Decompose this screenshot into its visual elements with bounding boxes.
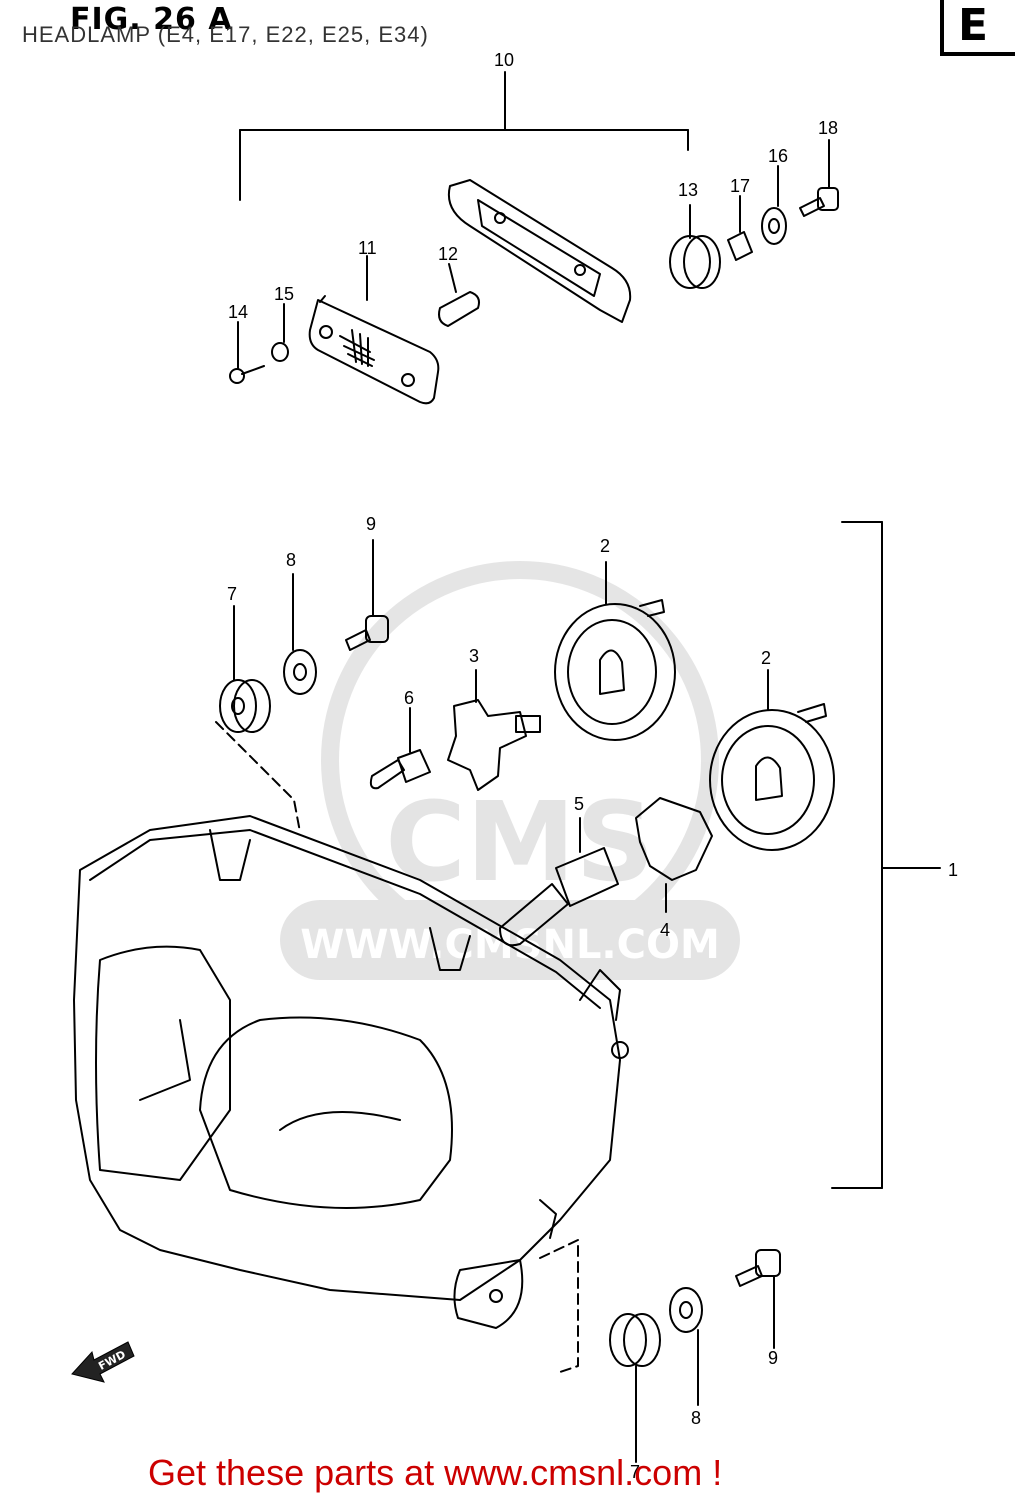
socket-3 — [447, 669, 541, 791]
callout-16: 16 — [768, 146, 788, 166]
screw-18 — [799, 139, 839, 217]
callout-2-upper: 2 — [600, 536, 610, 556]
callout-9-top: 9 — [366, 514, 376, 534]
watermark: CMS WWW.CMSNL.COM — [280, 561, 740, 980]
callout-7-top: 7 — [227, 584, 237, 604]
fwd-arrow-icon: FWD — [71, 1341, 135, 1383]
figure-title: FIG. 26 A — [70, 2, 233, 37]
callout-18: 18 — [818, 118, 838, 138]
side-lens-11 — [308, 255, 440, 405]
callout-8-top: 8 — [286, 550, 296, 570]
callout-3: 3 — [469, 646, 479, 666]
headlamp-housing-1 — [73, 815, 629, 1329]
washer-8-bottom — [669, 1287, 703, 1406]
section-letter: E — [958, 0, 989, 51]
washer-16 — [761, 165, 787, 245]
callout-12: 12 — [438, 244, 458, 264]
grommet-7-top — [215, 605, 301, 833]
bracket-10 — [239, 71, 689, 201]
callout-15: 15 — [274, 284, 294, 304]
callout-1: 1 — [948, 860, 958, 880]
callout-2-lower: 2 — [761, 648, 771, 668]
cover-2-lower — [709, 669, 835, 851]
callout-6: 6 — [404, 688, 414, 708]
callouts: 10 11 12 13 14 15 16 17 18 1 2 2 3 4 5 6… — [227, 50, 958, 1482]
screw-9-top — [345, 539, 389, 651]
footer-link-text[interactable]: Get these parts at www.cmsnl.com ! — [148, 1452, 723, 1493]
watermark-brand: CMS — [385, 778, 654, 906]
callout-10: 10 — [494, 50, 514, 70]
grommet-13 — [669, 204, 721, 289]
bracket-1 — [831, 521, 941, 1189]
callout-11: 11 — [358, 238, 377, 258]
screw-14 — [229, 321, 265, 384]
callout-8-bottom: 8 — [691, 1408, 701, 1428]
callout-14: 14 — [228, 302, 248, 322]
bulb-12 — [438, 263, 480, 327]
screw-9-bottom — [735, 1249, 781, 1349]
socket-4 — [635, 797, 713, 913]
callout-5: 5 — [574, 794, 584, 814]
washer-8-top — [283, 573, 317, 695]
callout-17: 17 — [730, 176, 750, 196]
callout-9-bottom: 9 — [768, 1348, 778, 1368]
cover-2-upper — [554, 561, 676, 741]
leader-lower — [539, 1239, 579, 1373]
callout-7-bottom: 7 — [630, 1462, 640, 1482]
bulb-6 — [369, 707, 431, 790]
collar-17 — [727, 195, 753, 261]
socket-bracket — [448, 179, 632, 323]
nut-15 — [271, 303, 289, 362]
page-subtitle: HEADLAMP (E4, E17, E22, E25, E34) — [22, 22, 429, 47]
callout-4: 4 — [660, 920, 670, 940]
callout-13: 13 — [678, 180, 698, 200]
grommet-7-bottom — [609, 1313, 661, 1463]
section-box — [940, 0, 1015, 56]
